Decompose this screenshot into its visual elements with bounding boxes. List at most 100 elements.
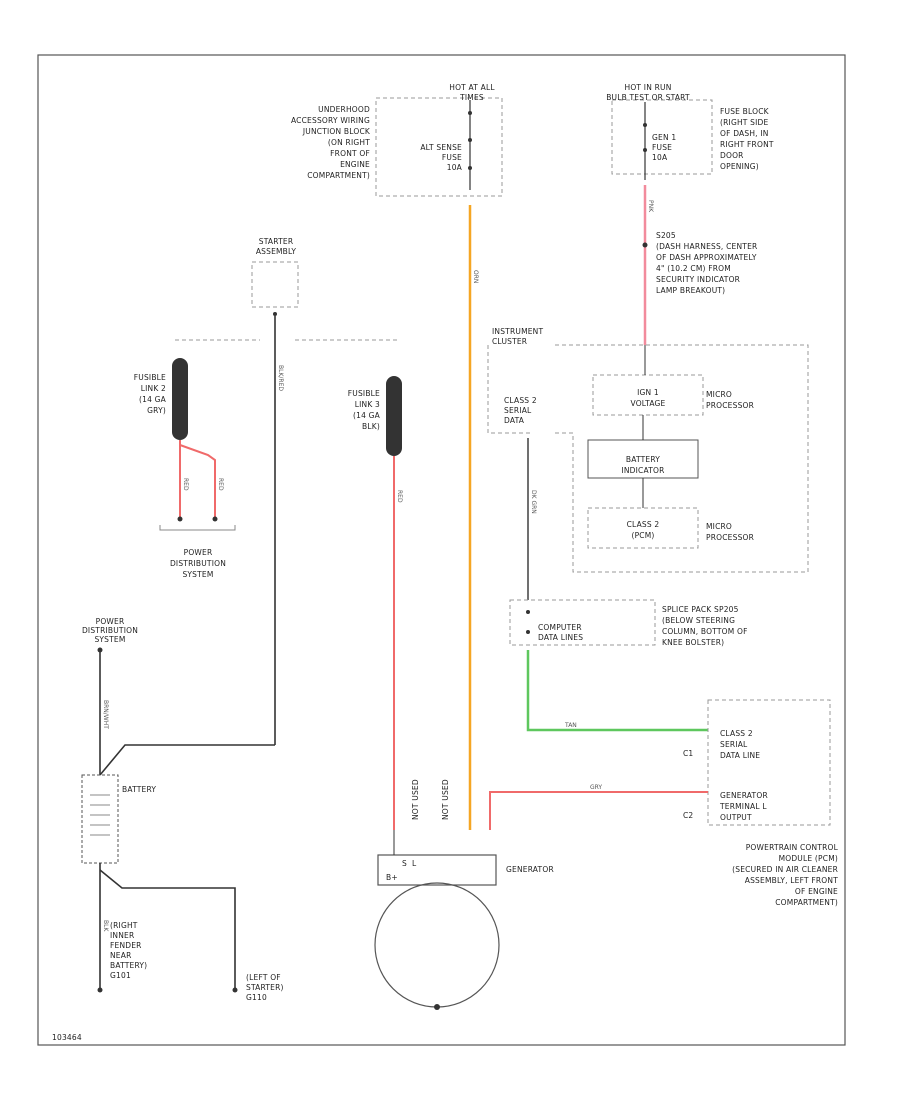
- underhood-block-outline: [375, 97, 503, 197]
- ground-g110-line: (LEFT OF: [246, 973, 281, 982]
- computer-data-lines-line: DATA LINES: [538, 633, 583, 642]
- starter-assembly-line: STARTER: [259, 237, 294, 246]
- generator-label: GENERATOR: [506, 865, 554, 874]
- hot-at-all-times-line: HOT AT ALL: [449, 83, 495, 92]
- wire-label-orange: ORN: [472, 270, 479, 283]
- terminal: [177, 516, 183, 522]
- pcm-line: MODULE (PCM): [779, 854, 838, 863]
- power-distribution-1-line: SYSTEM: [182, 570, 213, 579]
- fusible-link-2-line: GRY): [147, 406, 166, 415]
- class2-serial-data-line: SERIAL: [504, 406, 532, 415]
- micro-processor-2-line: PROCESSOR: [706, 533, 754, 542]
- fusible-link-2-line: LINK 2: [141, 384, 166, 393]
- ign1-voltage-box: [592, 374, 704, 416]
- starter-assembly-outline: [251, 261, 299, 308]
- splice-pack-line: (BELOW STEERING: [662, 616, 735, 625]
- generator-ground: [434, 1004, 440, 1010]
- red-wire-fl2-b: [179, 444, 216, 518]
- ground-g110-line: STARTER): [246, 983, 284, 992]
- power-distribution-1-line: POWER: [184, 548, 213, 557]
- ground-g101-line: NEAR: [110, 951, 132, 960]
- fuse-terminal: [643, 123, 647, 127]
- fuse-block-line: OF DASH, IN: [720, 129, 769, 138]
- splice-terminal: [526, 610, 530, 614]
- pcm-line: COMPARTMENT): [775, 898, 838, 907]
- cluster-outline: [555, 344, 809, 573]
- class2-pcm-box: [587, 507, 699, 549]
- instrument-cluster-line: INSTRUMENT: [492, 327, 543, 336]
- underhood-block-line: UNDERHOOD: [318, 105, 370, 114]
- starter-assembly-line: ASSEMBLY: [256, 247, 297, 256]
- s205-line: SECURITY INDICATOR: [656, 275, 740, 284]
- generator-body: [374, 882, 500, 1008]
- splice-s205: [642, 242, 648, 248]
- s205-line: (DASH HARNESS, CENTER: [656, 242, 757, 251]
- ground-g101: [97, 987, 103, 993]
- fuse-block-line: FUSE BLOCK: [720, 107, 770, 116]
- splice-pack-line: SPLICE PACK SP205: [662, 605, 739, 614]
- underhood-block-line: COMPARTMENT): [307, 171, 370, 180]
- wire-label-gry: GRY: [590, 784, 602, 791]
- wire-label-red-1: RED: [182, 478, 189, 491]
- micro-processor-1-line: MICRO: [706, 390, 732, 399]
- fuse-block-outline: [611, 99, 713, 175]
- generator-terminal-l: L: [412, 859, 417, 868]
- wire-label-blk: BLK: [102, 920, 109, 932]
- pcm-line: ASSEMBLY, LEFT FRONT: [745, 876, 838, 885]
- splice-pack-line: COLUMN, BOTTOM OF: [662, 627, 748, 636]
- battery-indicator-line: BATTERY: [626, 455, 660, 464]
- gen1-fuse-line: GEN 1: [652, 133, 676, 142]
- splice-terminal: [526, 630, 530, 634]
- fusible-link-3-line: FUSIBLE: [348, 389, 380, 398]
- gen1-fuse-line: FUSE: [652, 143, 672, 152]
- terminal: [212, 516, 218, 522]
- fuse-terminal: [468, 111, 472, 115]
- pcm-line: POWERTRAIN CONTROL: [746, 843, 839, 852]
- alt-sense-fuse-line: FUSE: [442, 153, 462, 162]
- splice-pack-outline: [509, 599, 656, 646]
- power-distribution-2-line: POWER: [96, 617, 125, 626]
- s205-line: S205: [656, 231, 676, 240]
- alt-sense-fuse-line: 10A: [447, 163, 463, 172]
- gen1-fuse-line: 10A: [652, 153, 668, 162]
- battery-label: BATTERY: [122, 785, 156, 794]
- splice-pack-line: KNEE BOLSTER): [662, 638, 724, 647]
- fusible-link-3: [386, 376, 402, 456]
- alt-sense-fuse-line: ALT SENSE: [420, 143, 462, 152]
- underhood-block-line: FRONT OF: [330, 149, 370, 158]
- terminal: [97, 647, 103, 653]
- splice-pack-label: SPLICE PACK SP205 (BELOW STEERING COLUMN, …: [662, 605, 748, 647]
- ground-cable-g110: [99, 869, 236, 990]
- class2-pcm-line: CLASS 2: [627, 520, 660, 529]
- generator-terminal-bplus: B+: [386, 873, 398, 882]
- wire-label-dk-grn: DK GRN: [530, 490, 537, 514]
- not-used-label-2: NOT USED: [441, 779, 450, 820]
- generator-terminal-l-line: OUTPUT: [720, 813, 752, 822]
- fuse-block-line: OPENING): [720, 162, 759, 171]
- wire-label-red-3: RED: [396, 490, 403, 503]
- pcm-line: (SECURED IN AIR CLEANER: [732, 865, 838, 874]
- connector-c1: C1: [683, 749, 693, 758]
- class2-pcm-line: (PCM): [631, 531, 654, 540]
- pcm-line: OF ENGINE: [795, 887, 838, 896]
- battery-to-starter: [99, 744, 275, 776]
- cluster-outline-left: [487, 345, 530, 434]
- connector-c2: C2: [683, 811, 693, 820]
- s205-line: 4" (10.2 CM) FROM: [656, 264, 731, 273]
- power-distribution-bracket: [159, 525, 236, 531]
